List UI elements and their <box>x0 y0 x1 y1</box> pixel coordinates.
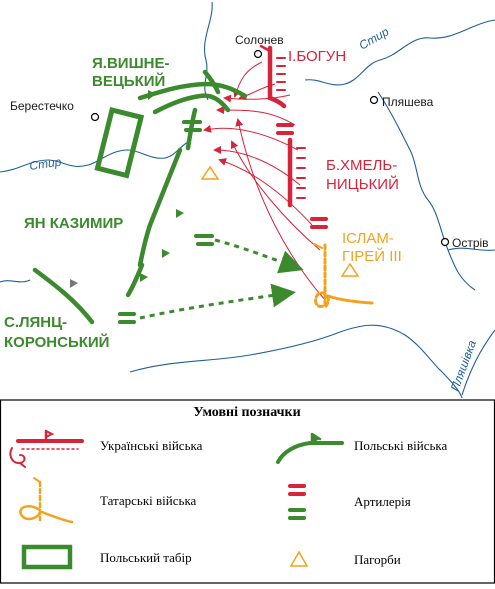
ukrainian-forces <box>259 44 306 208</box>
label-islam-2: ГІРЕЙ III <box>342 247 402 265</box>
town-label-solonev: Солонев <box>235 33 284 47</box>
legend-polish-symbol <box>276 432 344 464</box>
styr-river-north <box>204 1 213 101</box>
center-line-2 <box>137 147 183 268</box>
khmelnytsky-teeth <box>296 147 306 199</box>
legend-ukrainian-symbol <box>9 429 84 468</box>
legend-tatar-symbol <box>19 477 74 524</box>
label-yan-kazymyr: ЯН КАЗИМИР <box>24 215 123 232</box>
map-labels: Солонев Берестечко Пляшева Острів Стир С… <box>4 24 489 393</box>
solonev-marker <box>253 49 263 59</box>
polish-markers <box>70 90 184 288</box>
label-khmelnytsky-2: НИЦЬКИЙ <box>326 175 399 193</box>
bridgehead-line <box>202 69 221 95</box>
polish-flag <box>162 249 170 258</box>
vyshnevetsky-line <box>137 81 248 101</box>
polish-flag <box>70 279 78 288</box>
label-islam-1: ІСЛАМ- <box>342 230 394 247</box>
polish-attack-arrow <box>214 238 304 274</box>
label-bohun: І.БОГУН <box>288 48 346 65</box>
plyasheva-stream <box>377 91 476 291</box>
polish-flag <box>140 273 148 282</box>
plyashivka-river <box>461 329 495 396</box>
town-label-berestechko: Берестечко <box>10 99 74 113</box>
river-label-styr-west: Стир <box>28 155 62 173</box>
legend-ukrainian-label: Українські війська <box>100 438 203 453</box>
legend-camp-label: Польський табір <box>100 550 192 565</box>
bohun-teeth <box>276 57 286 91</box>
legend-title: Умовні позначки <box>193 405 300 420</box>
label-lyantskoronsky-1: С.ЛЯНЦ- <box>4 314 67 331</box>
legend-camp-symbol <box>21 544 73 570</box>
polish-flag <box>148 90 156 100</box>
plyasheva-marker <box>369 95 379 105</box>
tatar-flag <box>313 243 323 249</box>
east-stream <box>447 247 495 251</box>
attack-arrow <box>218 158 313 226</box>
legend-border <box>0 399 495 584</box>
label-khmelnytsky-1: Б.ХМЕЛЬ- <box>326 157 397 174</box>
attack-arrow <box>216 106 296 126</box>
berestechko-marker <box>90 112 100 122</box>
legend-tatar-label: Татарські війська <box>100 493 197 508</box>
label-vyshnevetsky-1: Я.ВИШНЕ- <box>92 55 169 72</box>
polish-attack-arrow <box>139 283 296 320</box>
towns <box>90 49 450 247</box>
bohun-unit <box>267 45 287 109</box>
polish-forces <box>32 69 248 325</box>
lyantskoronsky-line <box>32 267 95 325</box>
attack-arrow <box>235 118 326 301</box>
polish-camp <box>94 106 145 179</box>
hills <box>200 165 360 277</box>
attack-arrow <box>213 146 301 186</box>
label-vyshnevetsky-2: ВЕЦЬКИЙ <box>92 72 165 90</box>
tatar-front <box>314 243 330 309</box>
attack-arrow <box>223 94 291 103</box>
river-label-plyashivka: Пляшівка <box>448 338 479 393</box>
river-label-styr-east: Стир <box>357 24 392 52</box>
hill-triangle <box>200 165 220 180</box>
ukrainian-artillery <box>276 123 328 229</box>
polish-attacks <box>139 238 304 320</box>
hill-triangle <box>340 262 360 277</box>
tatar-wing <box>326 294 374 305</box>
legend-hills-symbol <box>289 550 309 567</box>
south-terrain-line <box>0 279 31 283</box>
rivers <box>0 1 495 399</box>
polish-flag <box>176 209 184 218</box>
styr-river-east <box>304 19 495 86</box>
legend-artillery-label: Артилерія <box>354 494 411 509</box>
legend-hills-label: Пагорби <box>354 552 401 567</box>
legend-artillery-symbol <box>288 484 306 520</box>
legend-polish-label: Польські війська <box>354 438 448 453</box>
bohun-flag <box>259 44 270 52</box>
ostriv-marker <box>440 237 450 247</box>
south-river-line <box>129 324 463 399</box>
styr-river-west <box>0 141 189 173</box>
attack-arrow <box>203 124 299 151</box>
tatar-forces <box>313 243 374 309</box>
attack-arrow <box>230 140 321 251</box>
vyshnevetsky-front <box>152 93 231 115</box>
label-lyantskoronsky-2: КОРОНСЬКИЙ <box>4 333 109 351</box>
town-label-plyasheva: Пляшева <box>382 95 434 109</box>
ukrainian-attacks <box>203 61 326 301</box>
town-label-ostriv: Острів <box>452 236 489 250</box>
legend: Умовні позначки Українські війська Польс… <box>0 399 495 584</box>
polish-artillery <box>118 120 214 324</box>
center-line-3 <box>125 262 145 298</box>
